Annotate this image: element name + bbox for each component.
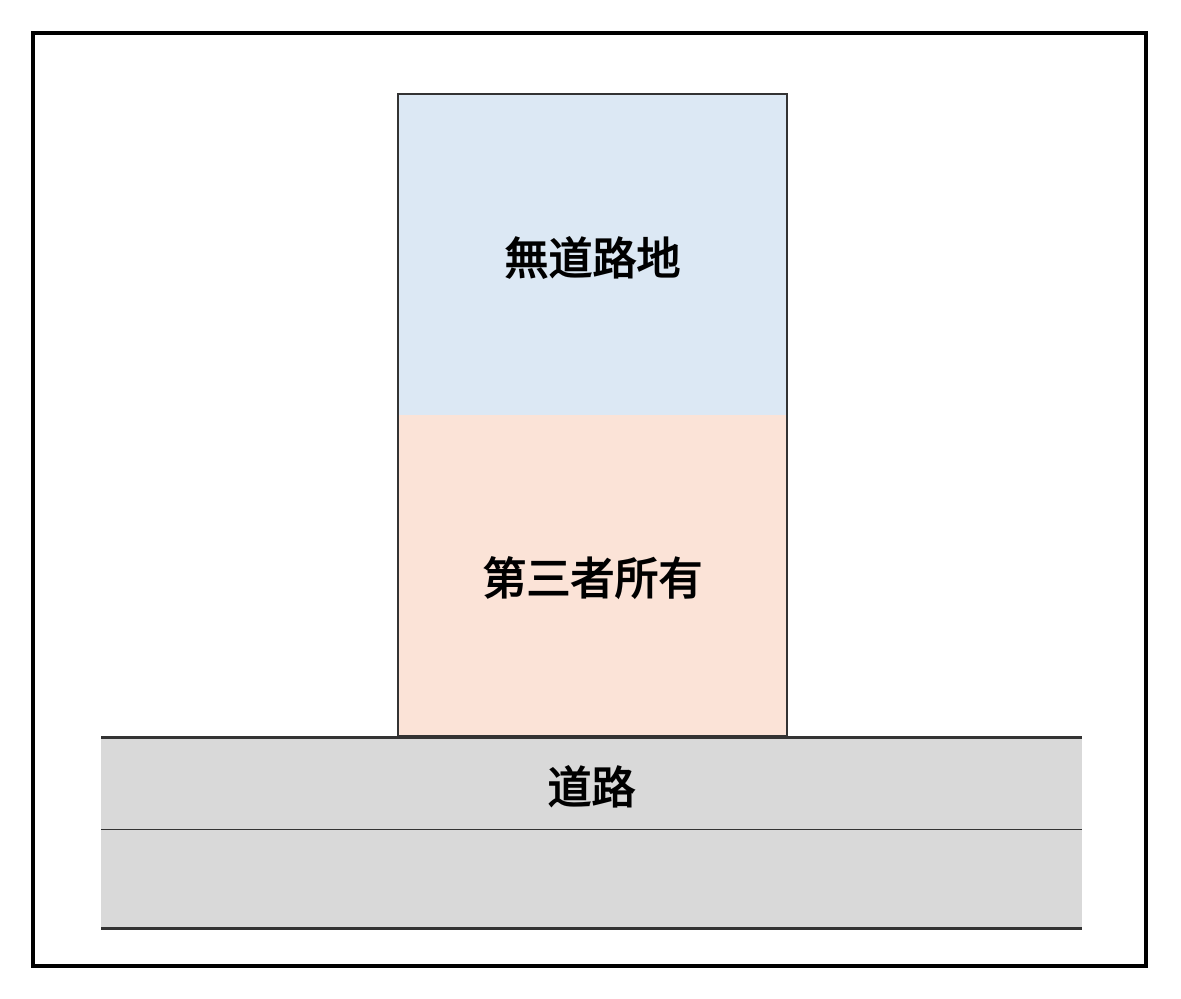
third-party-parcel: 第三者所有 [397, 415, 788, 737]
landlocked-parcel-label: 無道路地 [504, 234, 681, 285]
diagram-frame [31, 31, 1148, 968]
road-lower-lane [101, 830, 1082, 930]
road-upper-lane: 道路 [101, 736, 1082, 832]
landlocked-parcel: 無道路地 [397, 93, 788, 417]
third-party-parcel-label: 第三者所有 [482, 554, 703, 605]
road-label: 道路 [547, 763, 636, 814]
